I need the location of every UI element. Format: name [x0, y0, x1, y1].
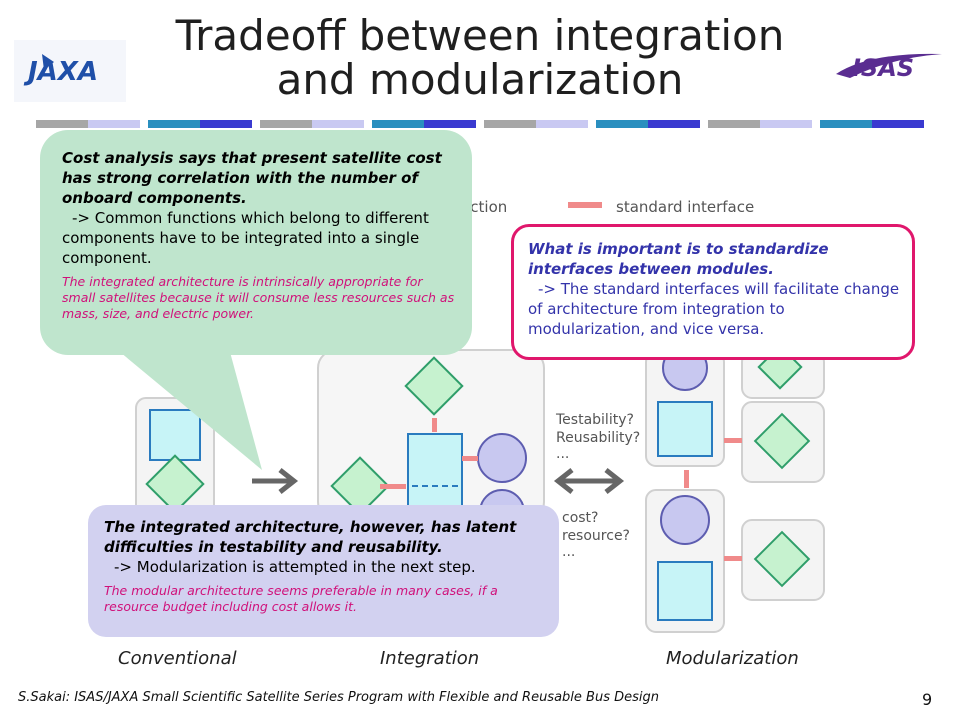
- legend-interface-bar: [568, 202, 602, 208]
- stripe-segment: [484, 120, 536, 128]
- reusability-question: Reusability?: [556, 430, 640, 446]
- stripe-segment: [36, 120, 88, 128]
- page-number: 9: [922, 690, 933, 709]
- callout-difficulties-heading: The integrated architecture, however, ha…: [104, 518, 517, 556]
- svg-text:ISAS: ISAS: [852, 54, 914, 82]
- stripe-segment: [88, 120, 140, 128]
- callout-difficulties-body: -> Modularization is attempted in the ne…: [114, 558, 476, 576]
- callout-difficulties-note: The modular architecture seems preferabl…: [104, 583, 498, 614]
- resource-question: resource?: [562, 528, 630, 544]
- stripe-segment: [536, 120, 588, 128]
- conventional-diamond: [145, 454, 205, 514]
- label-integration: Integration: [380, 648, 480, 669]
- stripe-segment: [708, 120, 760, 128]
- stripe-segment: [148, 120, 200, 128]
- callout-cost-heading: Cost analysis says that present satellit…: [62, 149, 442, 207]
- question-ellipsis-top: ...: [556, 446, 569, 462]
- label-modularization: Modularization: [666, 648, 799, 669]
- jaxa-logo: JAXA: [14, 40, 126, 102]
- legend-interface-label: standard interface: [616, 198, 754, 216]
- callout-latent-difficulties: The integrated architecture, however, ha…: [88, 505, 559, 637]
- footer-citation: S.Sakai: ISAS/JAXA Small Scientific Sate…: [18, 690, 659, 705]
- arrow-right-icon: [252, 468, 299, 494]
- integration-diamond-top: [404, 356, 464, 416]
- question-ellipsis-bottom: ...: [562, 544, 575, 560]
- callout-cost-note: The integrated architecture is intrinsic…: [62, 274, 455, 321]
- stripe-segment: [260, 120, 312, 128]
- svg-text:JAXA: JAXA: [23, 57, 98, 87]
- header-stripe: [36, 120, 924, 128]
- label-conventional: Conventional: [118, 648, 237, 669]
- stripe-segment: [760, 120, 812, 128]
- callout-interfaces-heading: What is important is to standardize inte…: [528, 240, 829, 278]
- testability-question: Testability?: [555, 412, 634, 428]
- cost-question: cost?: [562, 510, 598, 526]
- stripe-segment: [872, 120, 924, 128]
- callout-cost-analysis: Cost analysis says that present satellit…: [40, 130, 472, 355]
- callout-cost-body: -> Common functions which belong to diff…: [62, 209, 429, 267]
- double-arrow-icon: [553, 468, 625, 494]
- conventional-square: [149, 409, 201, 461]
- stripe-segment: [596, 120, 648, 128]
- stripe-segment: [424, 120, 476, 128]
- stripe-segment: [372, 120, 424, 128]
- stripe-segment: [648, 120, 700, 128]
- callout-standardize-interfaces: What is important is to standardize inte…: [511, 224, 915, 360]
- isas-logo: ISAS: [836, 53, 942, 82]
- integration-square: [407, 433, 463, 515]
- stripe-segment: [820, 120, 872, 128]
- callout-interfaces-body: -> The standard interfaces will facilita…: [528, 280, 900, 338]
- page-title: Tradeoff between integration and modular…: [175, 11, 785, 104]
- stripe-segment: [200, 120, 252, 128]
- stripe-segment: [312, 120, 364, 128]
- integration-diamond-left: [330, 456, 390, 516]
